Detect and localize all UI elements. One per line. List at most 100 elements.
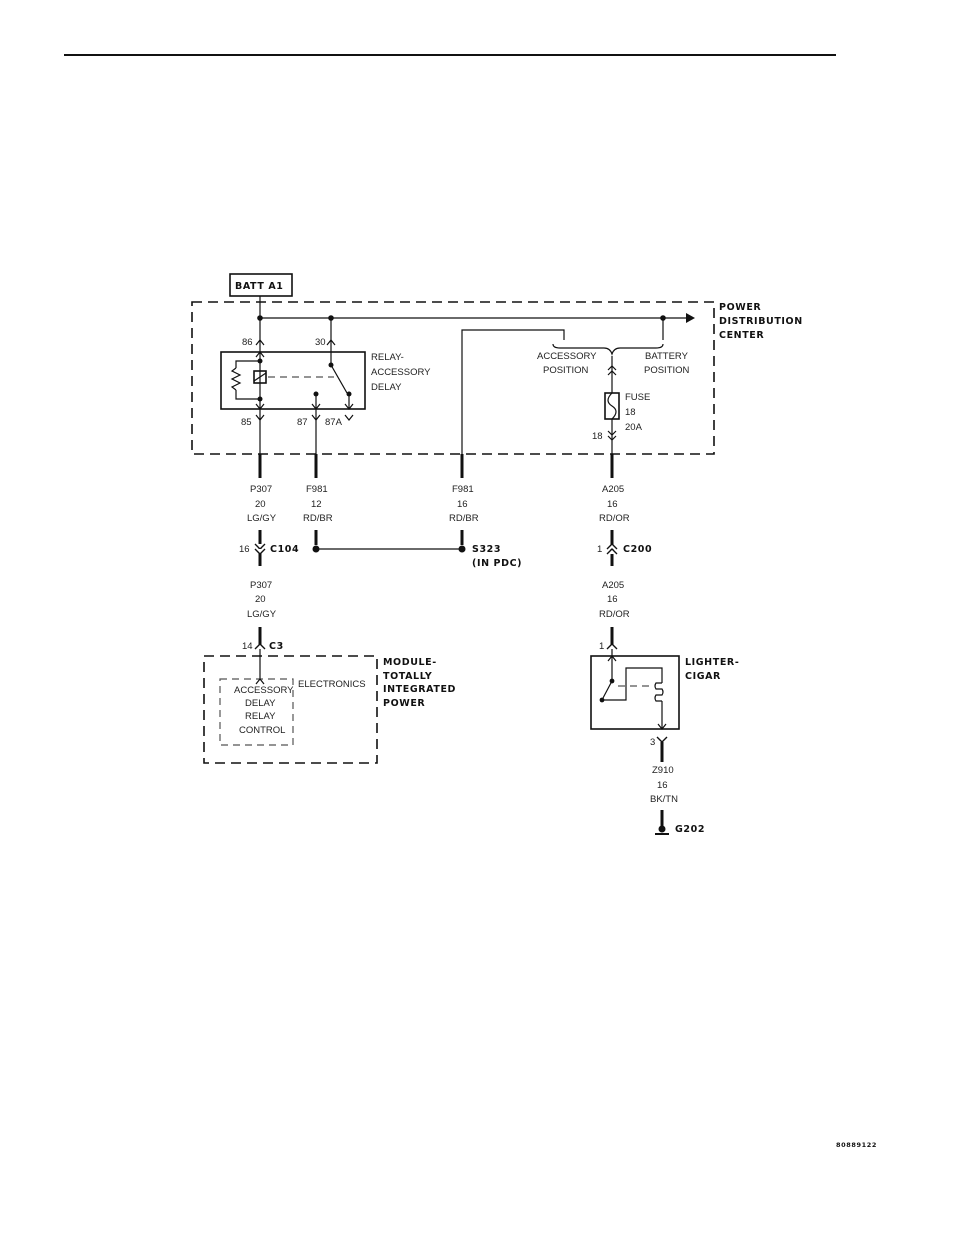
fuse-out-conn-b — [607, 435, 617, 441]
a205-top-3: RD/OR — [599, 513, 630, 524]
lighter-out-arrow — [657, 723, 667, 730]
fuse-label-3: 20A — [625, 422, 643, 433]
a205-bot-3: RD/OR — [599, 609, 630, 620]
pdc-label-3: CENTER — [719, 330, 764, 341]
relay-label-3: DELAY — [371, 382, 402, 393]
lighter-switch — [602, 680, 613, 699]
fuse-element — [607, 392, 617, 420]
c3-label: C3 — [269, 641, 284, 652]
control-label-1: ACCESSORY — [234, 685, 294, 696]
z910-3: BK/TN — [650, 794, 678, 805]
c3-chevron — [254, 643, 266, 650]
pdc-box — [191, 301, 715, 455]
f981-16-3: RD/BR — [449, 513, 479, 524]
lighter-label-2: CIGAR — [685, 671, 721, 682]
c3-pin: 14 — [242, 641, 253, 652]
coil-arrow-top — [255, 351, 265, 358]
lighter-in-chevron — [606, 643, 618, 650]
splice-node-left — [312, 545, 320, 553]
c200-chevron-b — [606, 548, 618, 555]
z910-2: 16 — [657, 780, 668, 791]
splice-node-right — [458, 545, 466, 553]
lighter-label-1: LIGHTER- — [685, 657, 739, 668]
pin-30: 30 — [315, 337, 326, 348]
a205-bot-2: 16 — [607, 594, 618, 605]
p307-bot-1: P307 — [250, 580, 272, 591]
c104-chevron-b — [254, 548, 266, 555]
pin-30-connector — [326, 339, 336, 346]
control-input-arrow — [255, 678, 265, 685]
s323-label: S323 — [472, 544, 501, 555]
f981-12-3: RD/BR — [303, 513, 333, 524]
pin-87-connector — [311, 414, 321, 421]
battery-position-2: POSITION — [644, 365, 690, 376]
resistor-zigzag — [230, 367, 242, 391]
c104-pin: 16 — [239, 544, 250, 555]
p307-top-1: P307 — [250, 484, 272, 495]
pin-18: 18 — [592, 431, 603, 442]
control-label-2: DELAY — [245, 698, 276, 709]
fuse-label-1: FUSE — [625, 392, 650, 403]
figure-id: 80889122 — [836, 1141, 877, 1149]
resistor-branch — [235, 360, 260, 368]
resistor-return — [235, 390, 260, 400]
p307-top-3: LG/GY — [247, 513, 277, 524]
battery-position-1: BATTERY — [645, 351, 689, 362]
accessory-position-1: ACCESSORY — [537, 351, 597, 362]
switch-blade — [330, 364, 348, 394]
fuse-out-conn-a — [607, 430, 617, 436]
lighter-out-chevron — [656, 736, 668, 743]
lighter-pin-1: 1 — [599, 641, 604, 652]
pdc-label-1: POWER — [719, 302, 761, 313]
lighter-pin-3: 3 — [650, 737, 655, 748]
p307-bot-2: 20 — [255, 594, 266, 605]
relay-label-1: RELAY- — [371, 352, 404, 363]
relay-label-2: ACCESSORY — [371, 367, 431, 378]
control-label-4: CONTROL — [239, 725, 285, 736]
pin-86-connector — [255, 339, 265, 346]
f981-12-1: F981 — [306, 484, 328, 495]
module-label-4: POWER — [383, 698, 425, 709]
module-label-1: MODULE- — [383, 657, 437, 668]
z910-1: Z910 — [652, 765, 674, 776]
batt-a1-label: BATT A1 — [235, 281, 284, 292]
f981-12-2: 12 — [311, 499, 322, 510]
pin-86: 86 — [242, 337, 253, 348]
bus-arrow — [686, 313, 695, 323]
accessory-feed — [461, 329, 565, 454]
f981-16-1: F981 — [452, 484, 474, 495]
control-label-3: RELAY — [245, 711, 276, 722]
ground-node — [658, 825, 666, 833]
c104-chevron-a — [254, 543, 266, 550]
module-box — [203, 655, 378, 764]
coil-symbol — [253, 370, 267, 384]
pin-85: 85 — [241, 417, 252, 428]
relay-box — [220, 351, 366, 410]
lighter-box — [590, 655, 680, 730]
lighter-element — [654, 682, 664, 702]
accessory-position-2: POSITION — [543, 365, 589, 376]
a205-bot-1: A205 — [602, 580, 624, 591]
lighter-bottom-wire — [602, 667, 663, 701]
electronics-box — [219, 678, 294, 746]
f981-16-2: 16 — [457, 499, 468, 510]
module-label-2: TOTALLY — [383, 671, 432, 682]
s323-sublabel: (IN PDC) — [472, 558, 522, 569]
arrow-87a-out — [344, 403, 354, 410]
g202-label: G202 — [675, 824, 705, 835]
c200-label: C200 — [623, 544, 652, 555]
pin-85-connector — [255, 414, 265, 421]
pdc-label-2: DISTRIBUTION — [719, 316, 803, 327]
coil-slash — [253, 372, 267, 382]
pin-87a-connector — [344, 414, 354, 421]
c200-chevron-a — [606, 543, 618, 550]
p307-top-2: 20 — [255, 499, 266, 510]
electronics-label: ELECTRONICS — [298, 679, 366, 690]
a205-top-2: 16 — [607, 499, 618, 510]
c104-label: C104 — [270, 544, 299, 555]
pin-87a: 87A — [325, 417, 343, 428]
module-label-3: INTEGRATED — [383, 684, 456, 695]
c200-pin: 1 — [597, 544, 602, 555]
batt-a1-box — [229, 273, 293, 297]
